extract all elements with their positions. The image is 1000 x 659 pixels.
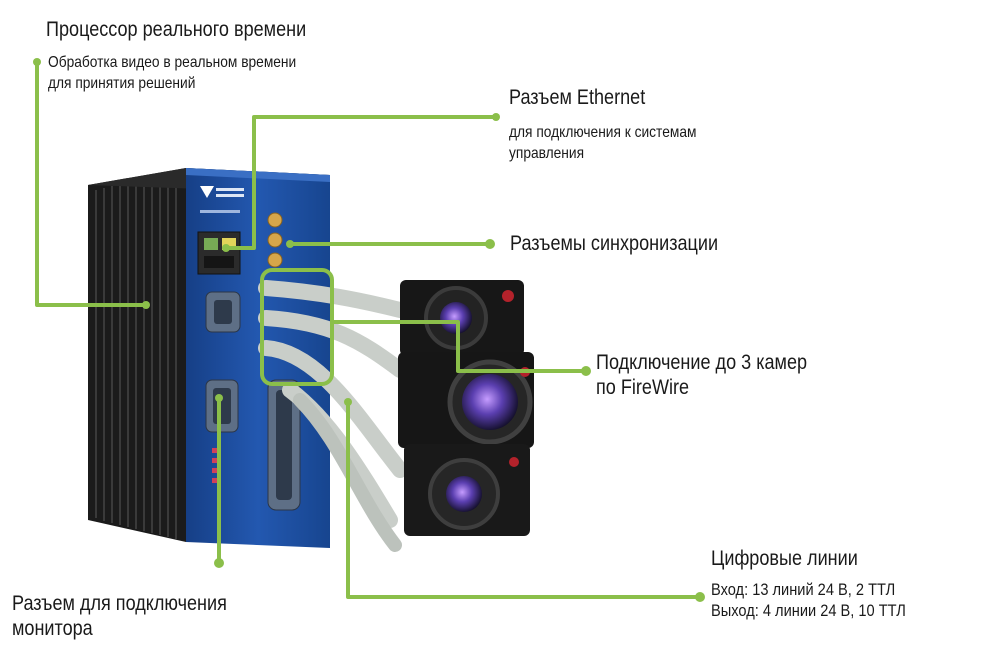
national-instruments-logo: [200, 186, 214, 198]
device-front-panel: [186, 168, 330, 548]
sync-connectors: [267, 212, 283, 268]
processor-title: Процессор реального времени: [46, 18, 307, 41]
callout-line-processor: [35, 60, 148, 307]
processor-desc-line-1: Обработка видео в реальном времени: [48, 54, 297, 71]
callout-lines: [35, 60, 702, 599]
callout-processor: Процессор реального времени: [46, 18, 349, 42]
firewire-bracket: [260, 268, 334, 386]
digital-desc-line-1: Вход: 13 линий 24 В, 2 ТТЛ: [711, 580, 896, 599]
callout-line-digital: [346, 400, 702, 599]
digital-title: Цифровые линии: [711, 547, 858, 570]
firewire-title-line-1: Подключение до 3 камер: [596, 351, 808, 374]
ethernet-title: Разъем Ethernet: [509, 86, 646, 109]
monitor-title-line-1: Разъем для подключения: [12, 592, 227, 615]
callout-line-ethernet: [224, 115, 498, 250]
cameras: [398, 280, 534, 536]
ethernet-desc-line-1: для подключения к системам: [509, 124, 697, 141]
status-leds: [212, 448, 218, 483]
monitor-title-line-2: монитора: [12, 617, 93, 640]
callout-dots: [33, 58, 705, 602]
firewire-title-line-2: по FireWire: [596, 376, 690, 399]
digital-desc-line-2: Выход: 4 линии 24 В, 10 ТТЛ: [711, 601, 906, 620]
processor-desc-line-2: для принятия решений: [48, 75, 196, 92]
callout-line-firewire: [330, 320, 588, 373]
sync-title: Разъемы синхронизации: [510, 232, 719, 255]
ethernet-desc-line-2: управления: [509, 145, 585, 162]
